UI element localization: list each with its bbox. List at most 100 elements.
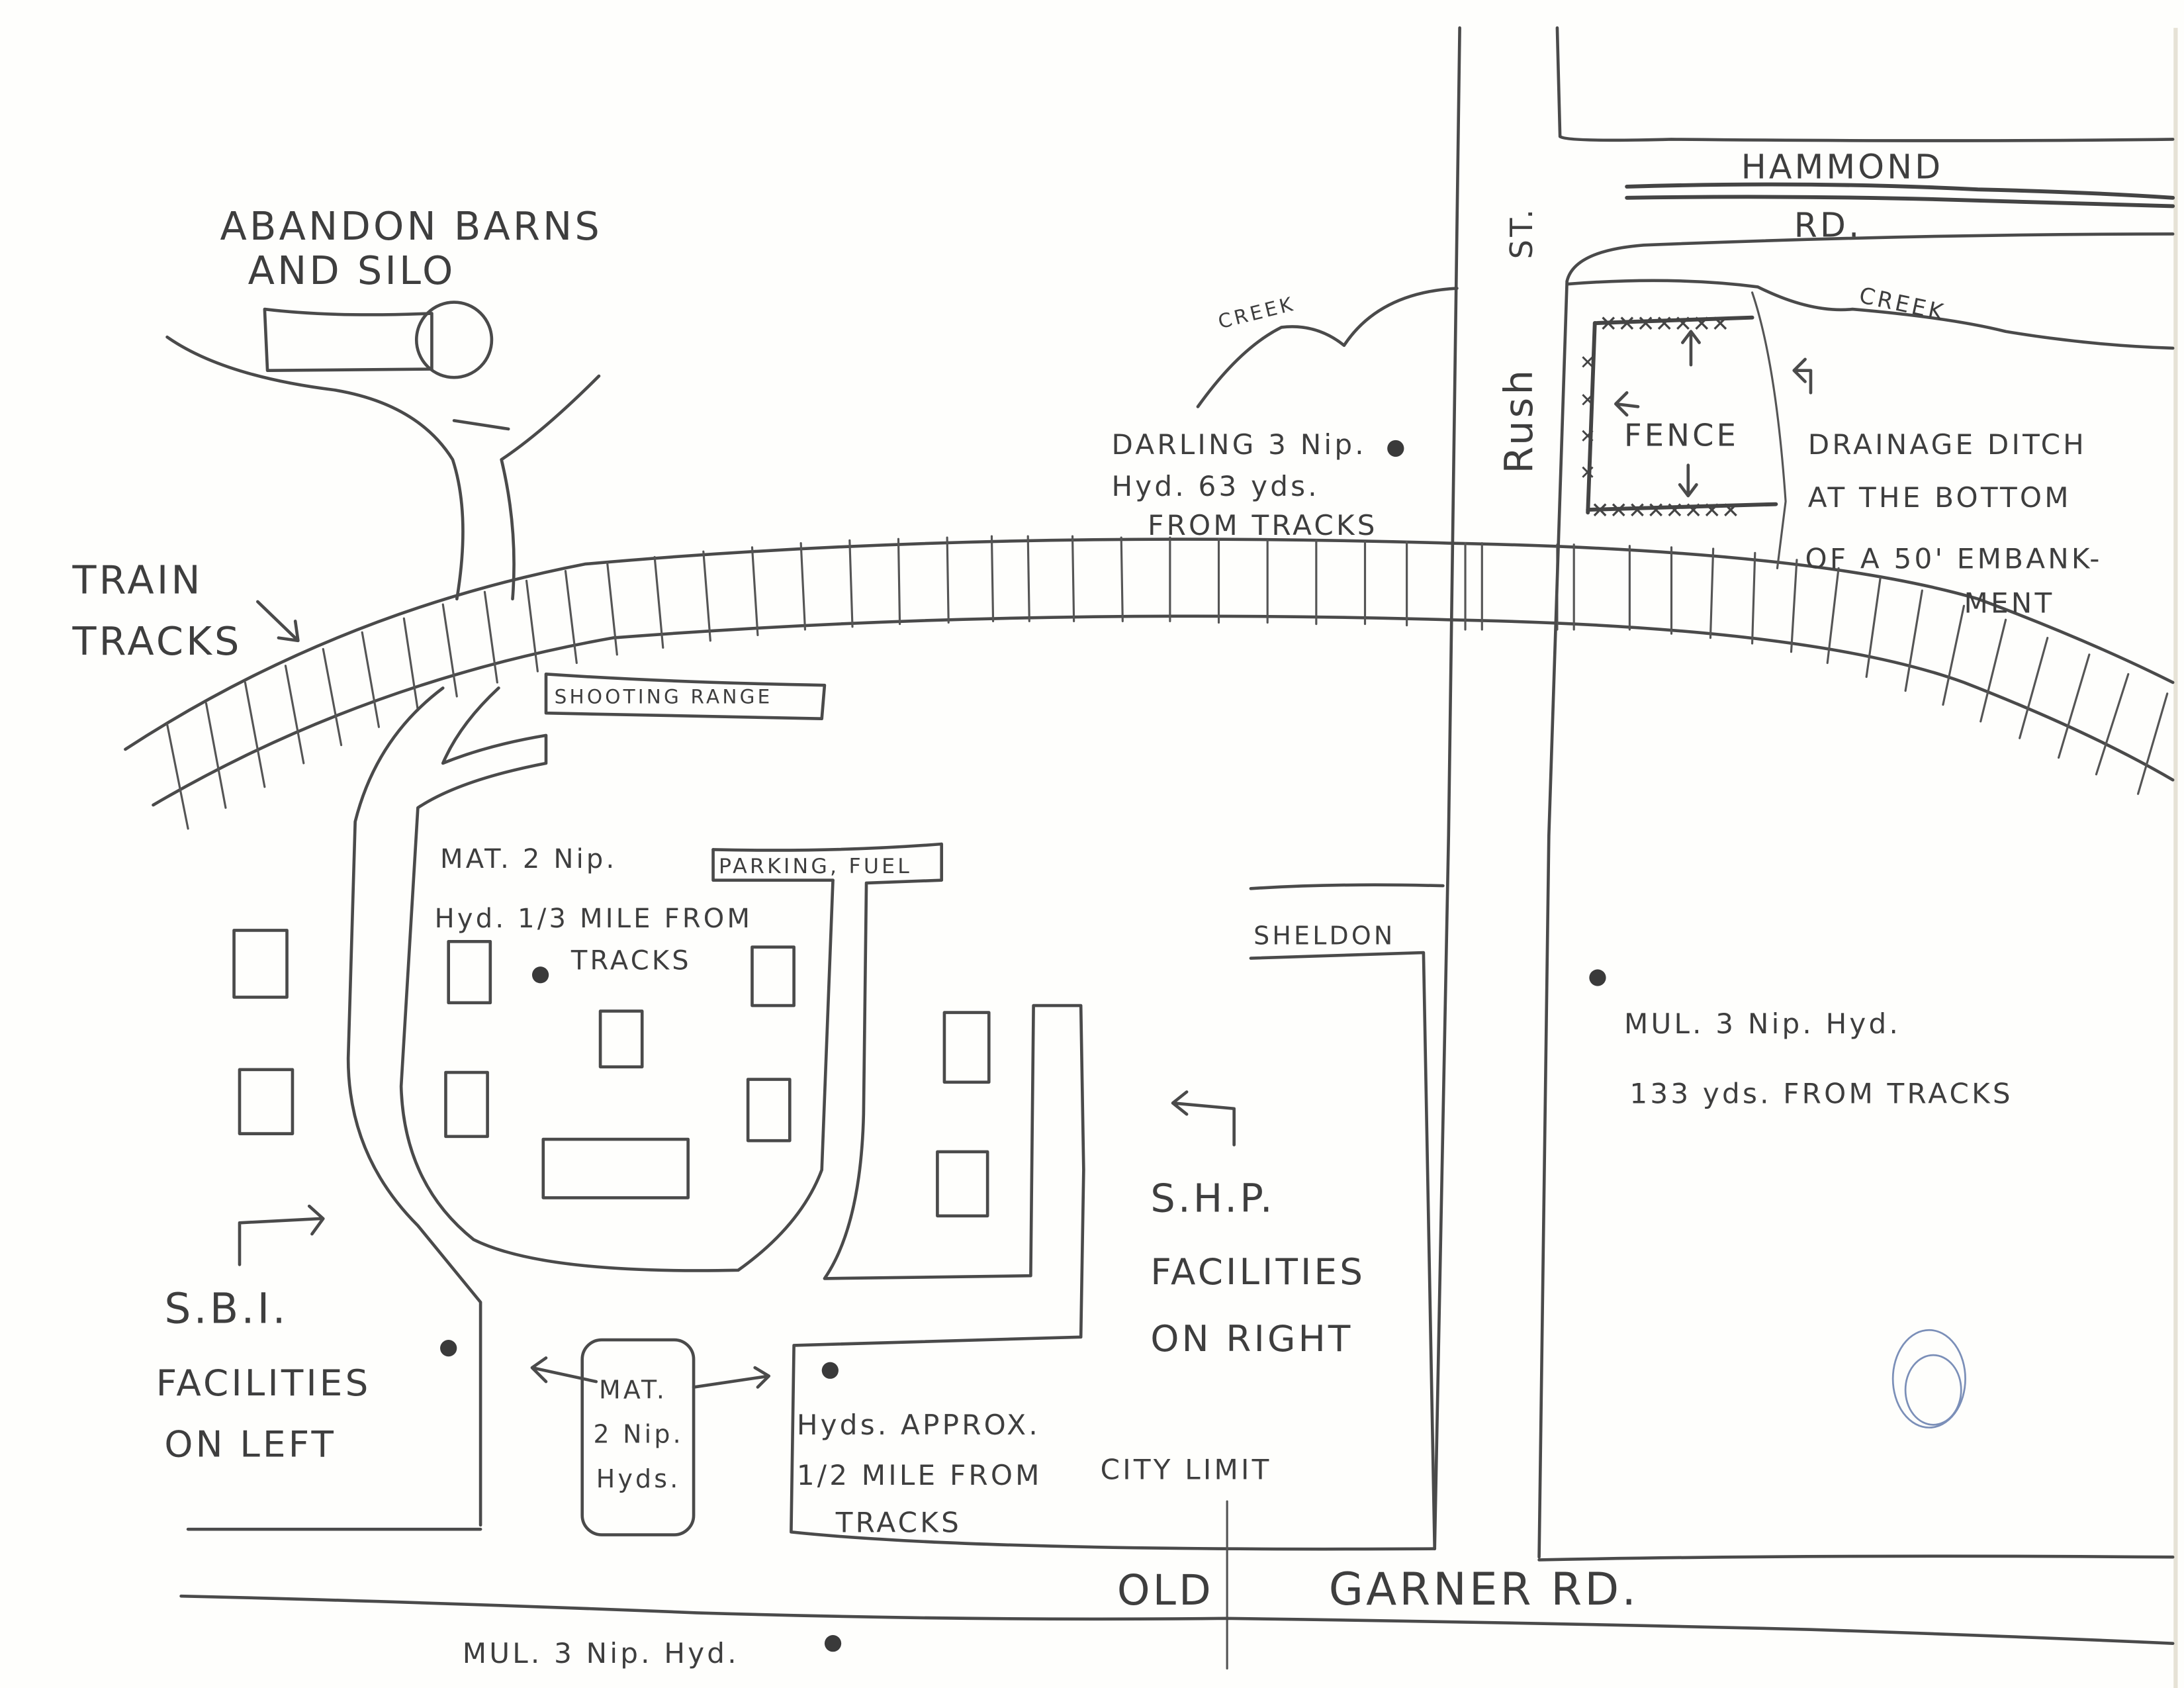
- drainage-line1: DRAINAGE DITCH: [1808, 428, 2087, 461]
- fence-top-line: [1592, 315, 1754, 326]
- barn-icon: [263, 307, 433, 372]
- barns-and-silo: [263, 301, 494, 379]
- hammond-rd-south-edge: [1565, 232, 2175, 283]
- train-tracks: [124, 535, 2175, 830]
- hammond-label: HAMMOND: [1741, 147, 1944, 186]
- turn-right-arrow-icon: [238, 1204, 325, 1266]
- shooting-range-box: [544, 673, 827, 720]
- hammond-rd-label: RD.: [1794, 206, 1862, 245]
- sheldon-south-edge: [1249, 951, 1437, 1550]
- track-rail-top: [124, 538, 2175, 751]
- hydrant-mat-third-line2: Hyd. 1/3 MILE FROM: [435, 904, 753, 934]
- hydrant-icon: [821, 1362, 839, 1379]
- rush-label: Rush: [1496, 367, 1541, 473]
- building-icon: [541, 1137, 690, 1199]
- train-label-line1: TRAIN: [71, 557, 203, 602]
- fence: ✕✕✕✕✕✕✕ ✕✕✕✕✕✕✕✕ ✕ ✕ ✕ ✕: [1580, 291, 1787, 569]
- building-icon: [447, 939, 492, 1005]
- shp-label-line3: ON RIGHT: [1150, 1317, 1353, 1360]
- sheldon-north-edge: [1249, 883, 1445, 890]
- garner-rd-south-edge: [179, 1594, 2175, 1645]
- turn-left-arrow-icon: [1171, 1090, 1236, 1147]
- arrow-left-icon: [1614, 391, 1640, 417]
- hydrant-mat-box-line1: MAT.: [599, 1375, 667, 1404]
- drainage-line3: OF A 50' EMBANK-: [1805, 542, 2103, 575]
- creek-right-line: [1565, 279, 2175, 350]
- blue-pencil-mark: [1904, 1354, 1962, 1426]
- turn-arrow-icon: [1792, 357, 1813, 395]
- fence-bottom-line: [1586, 502, 1778, 512]
- hydrant-darling-line1: DARLING 3 Nip.: [1111, 428, 1366, 461]
- hydrant-mat-third-line1: MAT. 2 Nip.: [440, 844, 617, 874]
- drainage-line4: MENT: [1964, 587, 2054, 620]
- barns-label-line2: AND SILO: [248, 248, 456, 293]
- rush-st-east-edge: [1537, 279, 1569, 1559]
- fence-x-mark: ✕: [1580, 352, 1596, 374]
- creek-right-label: CREEK: [1857, 282, 1948, 326]
- hydrant-icon: [440, 1340, 457, 1357]
- fence-left-line: [1586, 321, 1597, 515]
- hydrant-mat-box-line3: Hyds.: [596, 1464, 681, 1493]
- barns-label-line1: ABANDON BARNS: [220, 203, 602, 249]
- garner-rd-north-edge-east: [1537, 1554, 2175, 1562]
- hydrant-mul-133-line1: MUL. 3 Nip. Hyd.: [1624, 1008, 1901, 1040]
- fence-label: FENCE: [1624, 417, 1739, 453]
- building-icon: [598, 1009, 644, 1068]
- sbi-label-line3: ON LEFT: [164, 1423, 336, 1466]
- mat-hydrant-box: [580, 1338, 696, 1536]
- fence-x-mark: ✕: [1580, 461, 1596, 484]
- farm-road-edge-right: [500, 374, 601, 601]
- fence-x-marks-top: ✕✕✕✕✕✕✕: [1599, 311, 1729, 337]
- track-rail-bottom: [152, 614, 2175, 807]
- hydrant-mul-bottom-label: MUL. 3 Nip. Hyd.: [463, 1637, 739, 1669]
- hydrant-half-mile-line2: 1/2 MILE FROM: [797, 1459, 1042, 1491]
- old-label: OLD: [1117, 1566, 1214, 1615]
- hydrant-half-mile-line3: TRACKS: [835, 1506, 962, 1538]
- shooting-range-label: SHOOTING RANGE: [555, 686, 773, 708]
- arrow-up-icon: [1681, 330, 1701, 367]
- sbi-label-line2: FACILITIES: [156, 1362, 371, 1404]
- rush-st-label: ST.: [1504, 207, 1539, 259]
- hydrant-mat-box-line2: 2 Nip.: [594, 1420, 684, 1449]
- train-label-line2: TRACKS: [71, 618, 242, 664]
- buildings: [232, 929, 991, 1218]
- building-icon: [444, 1070, 489, 1139]
- hydrant-icon: [824, 1635, 842, 1652]
- hydrant-icon: [1589, 969, 1606, 986]
- main-campus-loop: [399, 686, 835, 1272]
- sbi-label-line1: S.B.I.: [164, 1284, 288, 1333]
- shp-label-line1: S.H.P.: [1150, 1175, 1275, 1221]
- farm-road-edge-left: [165, 335, 465, 601]
- garner-rd-label: GARNER RD.: [1329, 1564, 1639, 1615]
- hydrant-darling-line2: Hyd. 63 yds.: [1111, 470, 1319, 502]
- building-icon: [238, 1068, 295, 1135]
- silo-icon: [414, 301, 494, 379]
- hydrant-mul-133-line2: 133 yds. FROM TRACKS: [1629, 1077, 2013, 1109]
- hydrant-darling-line3: FROM TRACKS: [1148, 509, 1378, 541]
- rush-st-west-edge: [1433, 26, 1461, 1550]
- arrow-down-icon: [1678, 463, 1698, 498]
- drainage-ditch-line: [1751, 291, 1787, 569]
- arrow-left-icon: [530, 1356, 598, 1383]
- parking-box-left: [711, 848, 835, 882]
- hydrant-icon: [1387, 440, 1404, 457]
- hydrant-icon: [531, 966, 549, 984]
- farm-road-junction: [452, 419, 510, 431]
- drainage-line2: AT THE BOTTOM: [1808, 481, 2071, 514]
- main-campus-road-outer-left: [346, 686, 482, 1527]
- building-icon: [936, 1150, 989, 1218]
- blue-pencil-mark: [1891, 1329, 1966, 1429]
- hydrant-half-mile-line1: Hyds. APPROX.: [797, 1409, 1040, 1441]
- building-icon: [942, 1011, 991, 1084]
- parking-road-outline: [711, 842, 1437, 1551]
- parking-fuel-label: PARKING, FUEL: [719, 855, 912, 878]
- building-icon: [232, 929, 289, 999]
- arrow-right-icon: [692, 1366, 771, 1389]
- creek-left-line: [1196, 287, 1459, 408]
- track-ties: [165, 535, 2169, 830]
- building-icon: [751, 945, 796, 1008]
- city-limit-label: CITY LIMIT: [1101, 1453, 1272, 1485]
- hammond-rd-north-edge: [1555, 26, 2175, 142]
